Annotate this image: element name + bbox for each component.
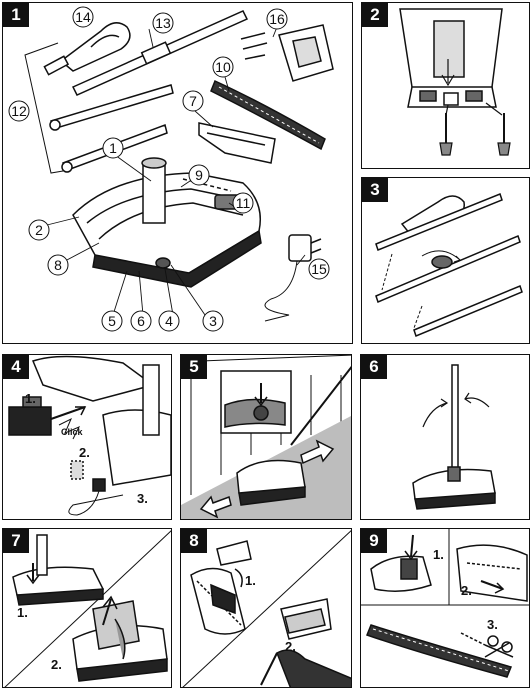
click-sound-label: Click xyxy=(61,427,84,437)
upright-storage-illustration xyxy=(412,364,496,510)
step-2-label: 2. xyxy=(285,639,296,654)
sweeping-illustration xyxy=(181,355,351,519)
panel-number-badge: 9 xyxy=(361,529,387,553)
callout-3: 3 xyxy=(209,313,217,329)
panel-8-brush-removal: 8 1. 2. xyxy=(180,528,352,688)
charging-illustration: 1. 2. 3. Click xyxy=(8,355,171,516)
sweeper-body xyxy=(72,157,262,288)
callout-5: 5 xyxy=(108,313,116,329)
callout-9: 9 xyxy=(195,167,203,183)
callout-14: 14 xyxy=(75,9,91,25)
step-3-label: 3. xyxy=(137,491,148,506)
panel-number-badge: 1 xyxy=(3,3,29,27)
step-2-label: 2. xyxy=(51,657,62,672)
panel-6-upright-storage: 6 xyxy=(360,354,530,520)
callout-10: 10 xyxy=(215,59,231,75)
callout-7: 7 xyxy=(189,93,197,109)
callout-11: 11 xyxy=(236,195,251,211)
panel-1-parts-overview: 1 xyxy=(2,2,353,344)
handle-assembly-illustration xyxy=(375,193,523,338)
panel-number-badge: 8 xyxy=(181,529,207,553)
brush-removal-illustration: 1. 2. xyxy=(182,530,351,687)
callout-16: 16 xyxy=(269,11,285,27)
panel-4-charging: 4 1. 2. 3. Click xyxy=(2,354,172,520)
panel-number-badge: 3 xyxy=(362,178,388,202)
panel-3-handle-assembly: 3 xyxy=(361,177,530,344)
panel-number-badge: 6 xyxy=(361,355,387,379)
parts-overview-illustration: 1 2 3 4 5 6 7 8 9 10 11 12 13 14 15 16 xyxy=(8,6,334,332)
panel-number-badge: 7 xyxy=(3,529,29,553)
callout-4: 4 xyxy=(165,313,173,329)
telescopic-tube xyxy=(71,10,249,96)
callout-12: 12 xyxy=(11,103,27,119)
step-1-label: 1. xyxy=(17,605,28,620)
wall-mount-illustration xyxy=(399,8,511,156)
panel-9-brush-cleaning: 9 1. 2. 3. xyxy=(360,528,530,688)
callout-2: 2 xyxy=(35,222,43,238)
callout-6: 6 xyxy=(137,313,145,329)
handle-grip xyxy=(43,22,131,76)
panel-7-empty-dust-tray: 7 1. 2. xyxy=(2,528,172,688)
step-1-label: 1. xyxy=(433,547,444,562)
callout-15: 15 xyxy=(311,261,327,277)
panel-2-wall-mount-screws: 2 xyxy=(361,2,530,169)
panel-number-badge: 4 xyxy=(3,355,29,379)
step-1-label: 1. xyxy=(245,573,256,588)
callout-8: 8 xyxy=(54,257,62,273)
step-1-label: 1. xyxy=(25,391,36,406)
panel-5-sweeping: 5 xyxy=(180,354,352,520)
callout-13: 13 xyxy=(155,15,171,31)
empty-dust-tray-illustration: 1. 2. xyxy=(4,530,171,687)
dust-tray xyxy=(198,122,276,164)
step-3-label: 3. xyxy=(487,617,498,632)
step-2-label: 2. xyxy=(461,583,472,598)
panel-number-badge: 5 xyxy=(181,355,207,379)
brush-cleaning-illustration: 1. 2. 3. xyxy=(361,529,529,678)
panel-number-badge: 2 xyxy=(362,3,388,27)
step-2-label: 2. xyxy=(79,445,90,460)
brush-roller xyxy=(210,79,326,151)
wall-mount xyxy=(240,24,334,82)
charger-adapter xyxy=(264,234,322,322)
callout-1: 1 xyxy=(109,140,117,156)
